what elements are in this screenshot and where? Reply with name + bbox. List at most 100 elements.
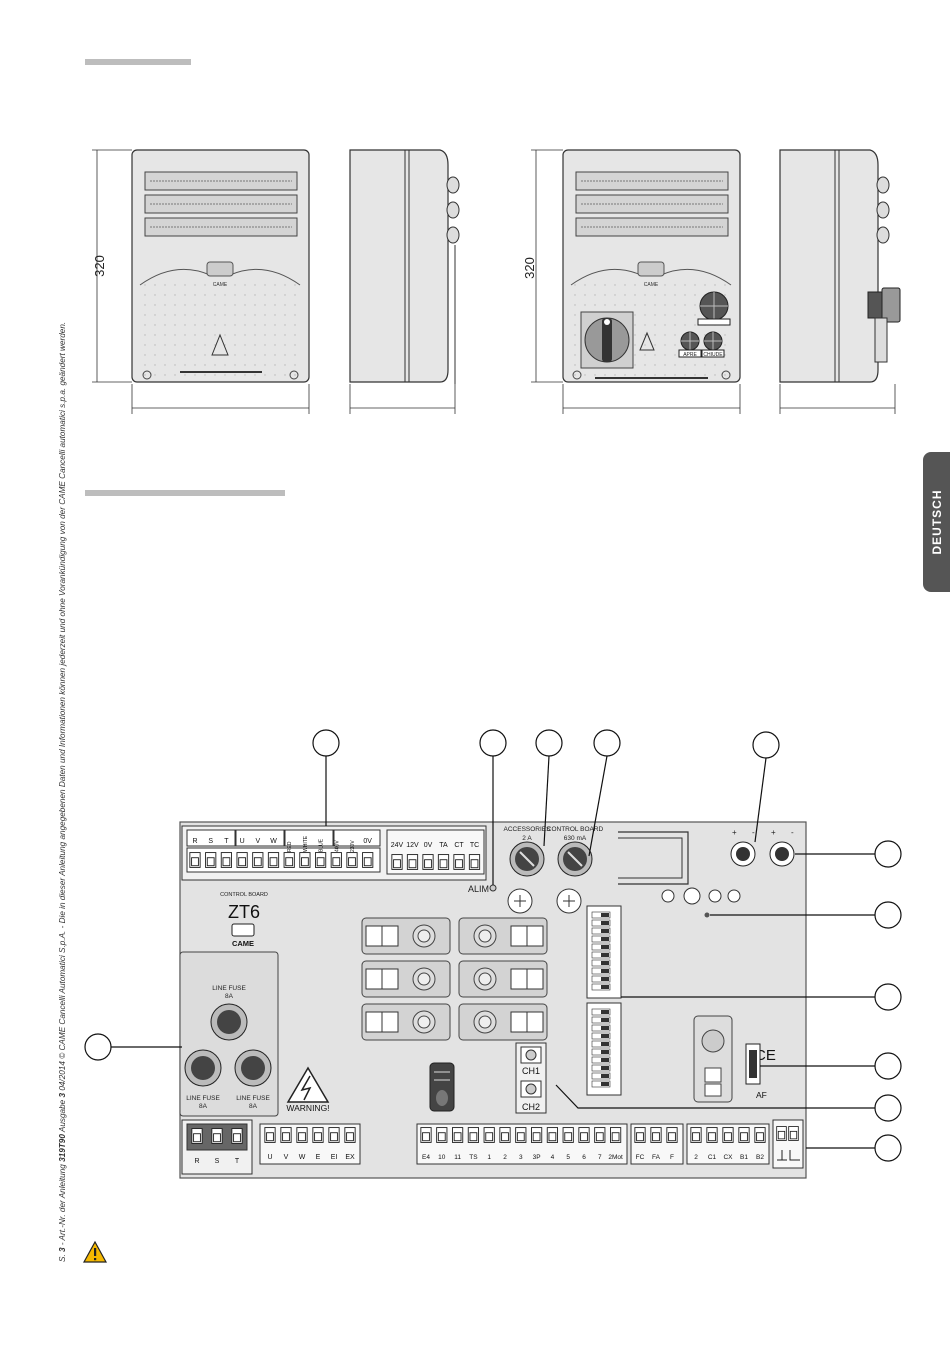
- line-fuse-label-right: LINE FUSE: [236, 1095, 270, 1102]
- input-terminal-screw[interactable]: [562, 1127, 574, 1143]
- power-terminal-screw[interactable]: [231, 1128, 243, 1144]
- input-terminal-screw[interactable]: [530, 1127, 543, 1143]
- alim-led-label: ALIM: [468, 884, 489, 894]
- top-terminal-label: V: [255, 838, 260, 845]
- fuse-accessories-rating: 2 A: [522, 835, 532, 842]
- top-terminal-screw[interactable]: [346, 852, 358, 868]
- input-terminal-label: 3: [519, 1154, 523, 1161]
- limit-terminal-label: F: [670, 1154, 674, 1161]
- input-terminal-screw[interactable]: [420, 1127, 432, 1143]
- relay-group: [361, 917, 548, 1041]
- top-terminal-screw[interactable]: [453, 854, 465, 870]
- caution-icon: [82, 1240, 108, 1263]
- power-terminal-screw[interactable]: [211, 1128, 223, 1144]
- encoder-terminal-screw[interactable]: [706, 1127, 718, 1143]
- line-fuse-label-top: LINE FUSE: [212, 985, 246, 992]
- input-terminal-label: TS: [469, 1154, 478, 1161]
- input-terminal-label: 2Mot: [608, 1154, 623, 1161]
- top-terminal-screw[interactable]: [391, 854, 403, 870]
- encoder-terminal-screw[interactable]: [738, 1127, 750, 1143]
- line-fuse-rating-top: 8A: [225, 993, 234, 1000]
- board-model: ZT6: [228, 902, 260, 922]
- warning-label: WARNING!: [286, 1103, 329, 1113]
- encoder-terminal-label: C1: [708, 1154, 717, 1161]
- top-terminal-block-1: [186, 829, 381, 873]
- input-terminal-screw[interactable]: [578, 1127, 590, 1143]
- motor-terminal-label: V: [284, 1154, 289, 1161]
- encoder-terminal-label: B1: [740, 1154, 748, 1161]
- input-terminal-screw[interactable]: [451, 1127, 464, 1143]
- dimension-height-label-2: 320: [522, 257, 537, 279]
- input-terminal-screw[interactable]: [436, 1127, 448, 1143]
- top-terminal-screw[interactable]: [468, 854, 481, 870]
- board-caption: CONTROL BOARD: [220, 892, 268, 898]
- section-bar-1: [85, 59, 191, 65]
- top-terminal-screw[interactable]: [189, 852, 201, 868]
- section-bar-2: [85, 490, 285, 496]
- encoder-terminal-label: B2: [756, 1154, 764, 1161]
- motor-terminal-screw[interactable]: [312, 1127, 324, 1143]
- motor-terminal-screw[interactable]: [280, 1127, 292, 1143]
- input-terminal-label: 7: [598, 1154, 602, 1161]
- top-terminal-label: U: [240, 838, 245, 845]
- limit-terminal-label: FC: [636, 1154, 645, 1161]
- top-terminal-label: 230V: [350, 840, 356, 852]
- top-terminal-label: 0V: [363, 838, 372, 845]
- top-terminal-label: W: [270, 838, 277, 845]
- top-terminal-screw[interactable]: [252, 852, 264, 868]
- enclosure-front-view: CAME: [131, 149, 310, 383]
- top-terminal-screw[interactable]: [314, 852, 327, 868]
- top-terminal-label: S: [208, 838, 213, 845]
- motor-terminal-label: EI: [331, 1154, 338, 1161]
- line-fuse-label-left: LINE FUSE: [186, 1095, 220, 1102]
- input-terminal-screw[interactable]: [594, 1127, 606, 1143]
- limit-terminal-screw[interactable]: [666, 1127, 678, 1143]
- top-terminal-screw[interactable]: [205, 852, 217, 868]
- language-tab: DEUTSCH: [923, 452, 950, 592]
- top-terminal-screw[interactable]: [283, 852, 295, 868]
- enclosure-side-view-switch: [779, 149, 901, 414]
- power-terminal-label: T: [235, 1158, 240, 1165]
- input-terminal-screw[interactable]: [609, 1127, 622, 1143]
- input-terminal-screw[interactable]: [467, 1127, 480, 1143]
- top-terminal-label: RED: [287, 841, 293, 852]
- top-terminal-screw[interactable]: [362, 852, 374, 868]
- ch2-label: CH2: [522, 1102, 540, 1112]
- top-terminal-screw[interactable]: [422, 854, 434, 870]
- top-terminal-screw[interactable]: [330, 852, 342, 868]
- motor-terminal-screw[interactable]: [264, 1127, 276, 1143]
- top-terminal-label: 0V: [424, 842, 433, 849]
- top-terminal-label: TA: [439, 842, 448, 849]
- enclosure-front-view-switch: CAME APRE CHIUDE: [562, 149, 741, 383]
- motor-terminal-screw[interactable]: [344, 1127, 356, 1143]
- top-terminal-screw[interactable]: [437, 854, 450, 870]
- motor-terminal-screw[interactable]: [328, 1127, 340, 1143]
- limit-terminal-screw[interactable]: [634, 1127, 646, 1143]
- motor-terminal-screw[interactable]: [296, 1127, 308, 1143]
- input-terminal-label: 1: [487, 1154, 491, 1161]
- enclosure-logo: CAME: [213, 282, 228, 288]
- input-terminal-screw[interactable]: [483, 1127, 495, 1143]
- input-terminal-screw[interactable]: [515, 1127, 527, 1143]
- top-terminal-screw[interactable]: [267, 852, 280, 868]
- dimension-lines-2: [531, 149, 741, 414]
- top-terminal-screw[interactable]: [406, 854, 419, 870]
- limit-terminal-screw[interactable]: [650, 1127, 662, 1143]
- af-label: AF: [756, 1090, 767, 1100]
- chiude-label: CHIUDE: [703, 352, 723, 358]
- encoder-terminal-screw[interactable]: [690, 1127, 702, 1143]
- input-terminal-screw[interactable]: [499, 1127, 511, 1143]
- power-terminal-screw[interactable]: [191, 1128, 203, 1144]
- encoder-terminal-screw[interactable]: [754, 1127, 766, 1143]
- top-terminal-label: BLUE: [319, 838, 325, 852]
- fuse-accessories-title: ACCESSORIES: [504, 826, 552, 833]
- top-terminal-screw[interactable]: [299, 852, 311, 868]
- top-terminal-screw[interactable]: [236, 852, 248, 868]
- encoder-terminal-screw[interactable]: [722, 1127, 734, 1143]
- input-terminal-screw[interactable]: [546, 1127, 559, 1143]
- svg-text:-: -: [791, 828, 794, 837]
- top-terminal-screw[interactable]: [220, 852, 233, 868]
